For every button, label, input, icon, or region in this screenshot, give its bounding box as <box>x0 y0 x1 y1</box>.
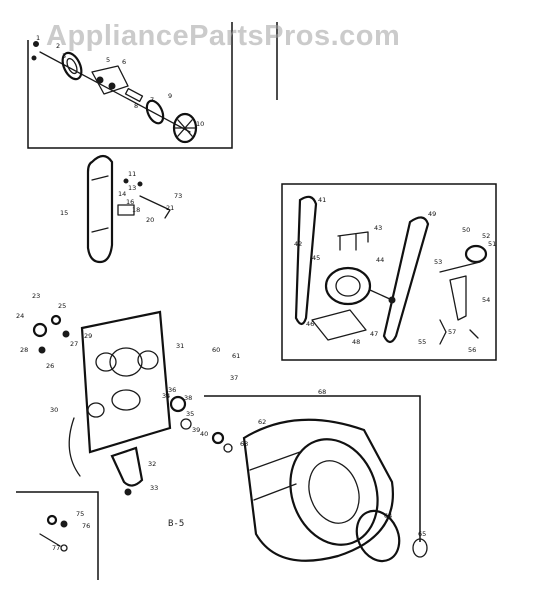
part-number-65: 65 <box>418 530 426 538</box>
part-number-6: 6 <box>122 58 126 66</box>
part-number-36: 36 <box>168 386 176 394</box>
part-number-9: 9 <box>168 92 172 100</box>
inset-panel <box>16 491 99 580</box>
part-number-26: 26 <box>46 362 54 370</box>
part-number-37: 37 <box>230 374 238 382</box>
part-number-14: 14 <box>118 190 126 198</box>
part-number-34: 34 <box>162 392 170 400</box>
motor-icon <box>324 266 396 306</box>
part-number-60: 60 <box>212 346 220 354</box>
part-number-43: 43 <box>374 224 382 232</box>
part-number-16: 16 <box>126 198 134 206</box>
part-number-3: 3 <box>62 52 66 60</box>
part-number-8: 8 <box>134 102 138 110</box>
part-number-29: 29 <box>84 332 92 340</box>
part-number-73: 73 <box>174 192 182 200</box>
exhaust-duct <box>86 154 171 264</box>
part-number-7: 7 <box>150 96 154 104</box>
part-number-24: 24 <box>16 312 24 320</box>
part-number-5: 5 <box>106 56 110 64</box>
part-number-75: 75 <box>76 510 84 518</box>
part-number-51: 51 <box>488 240 496 248</box>
part-number-77: 77 <box>52 544 60 552</box>
part-number-28: 28 <box>20 346 28 354</box>
part-number-68: 68 <box>318 388 326 396</box>
part-number-1: 1 <box>36 34 40 42</box>
part-number-55: 55 <box>418 338 426 346</box>
part-number-13: 13 <box>128 184 136 192</box>
part-number-54: 54 <box>482 296 490 304</box>
part-number-48: 48 <box>352 338 360 346</box>
part-number-2: 2 <box>56 42 60 50</box>
part-number-30: 30 <box>50 406 58 414</box>
part-number-53: 53 <box>434 258 442 266</box>
part-number-15: 15 <box>60 209 68 217</box>
part-number-18: 18 <box>132 206 140 214</box>
part-number-39: 39 <box>192 426 200 434</box>
part-number-52: 52 <box>482 232 490 240</box>
part-number-50: 50 <box>462 226 470 234</box>
part-number-42: 42 <box>294 240 302 248</box>
bulkhead <box>32 310 192 496</box>
part-number-44: 44 <box>376 256 384 264</box>
part-number-33: 33 <box>150 484 158 492</box>
blower-panel <box>27 22 278 149</box>
part-number-61: 61 <box>232 352 240 360</box>
part-number-31: 31 <box>176 342 184 350</box>
part-number-41: 41 <box>318 196 326 204</box>
part-number-23: 23 <box>32 292 40 300</box>
part-number-47: 47 <box>370 330 378 338</box>
part-number-20: 20 <box>146 216 154 224</box>
part-number-21: 21 <box>166 204 174 212</box>
part-number-46: 46 <box>306 320 314 328</box>
part-number-25: 25 <box>58 302 66 310</box>
part-number-64: 64 <box>384 512 392 520</box>
part-number-11: 11 <box>128 170 136 178</box>
watermark: AppliancePartsPros.com <box>46 20 401 52</box>
part-number-76: 76 <box>82 522 90 530</box>
part-number-38: 38 <box>184 394 192 402</box>
part-number-10: 10 <box>196 120 204 128</box>
part-number-45: 45 <box>312 254 320 262</box>
sheet-code: B-5 <box>168 519 185 529</box>
part-number-49: 49 <box>428 210 436 218</box>
part-number-35: 35 <box>186 410 194 418</box>
part-number-32: 32 <box>148 460 156 468</box>
motor-belt-panel <box>281 183 497 361</box>
part-number-62: 62 <box>258 418 266 426</box>
part-number-27: 27 <box>70 340 78 348</box>
part-number-57: 57 <box>448 328 456 336</box>
drum-panel <box>204 395 428 563</box>
part-number-56: 56 <box>468 346 476 354</box>
impeller-icon <box>172 112 198 144</box>
part-number-40: 40 <box>200 430 208 438</box>
part-number-63: 63 <box>240 440 248 448</box>
